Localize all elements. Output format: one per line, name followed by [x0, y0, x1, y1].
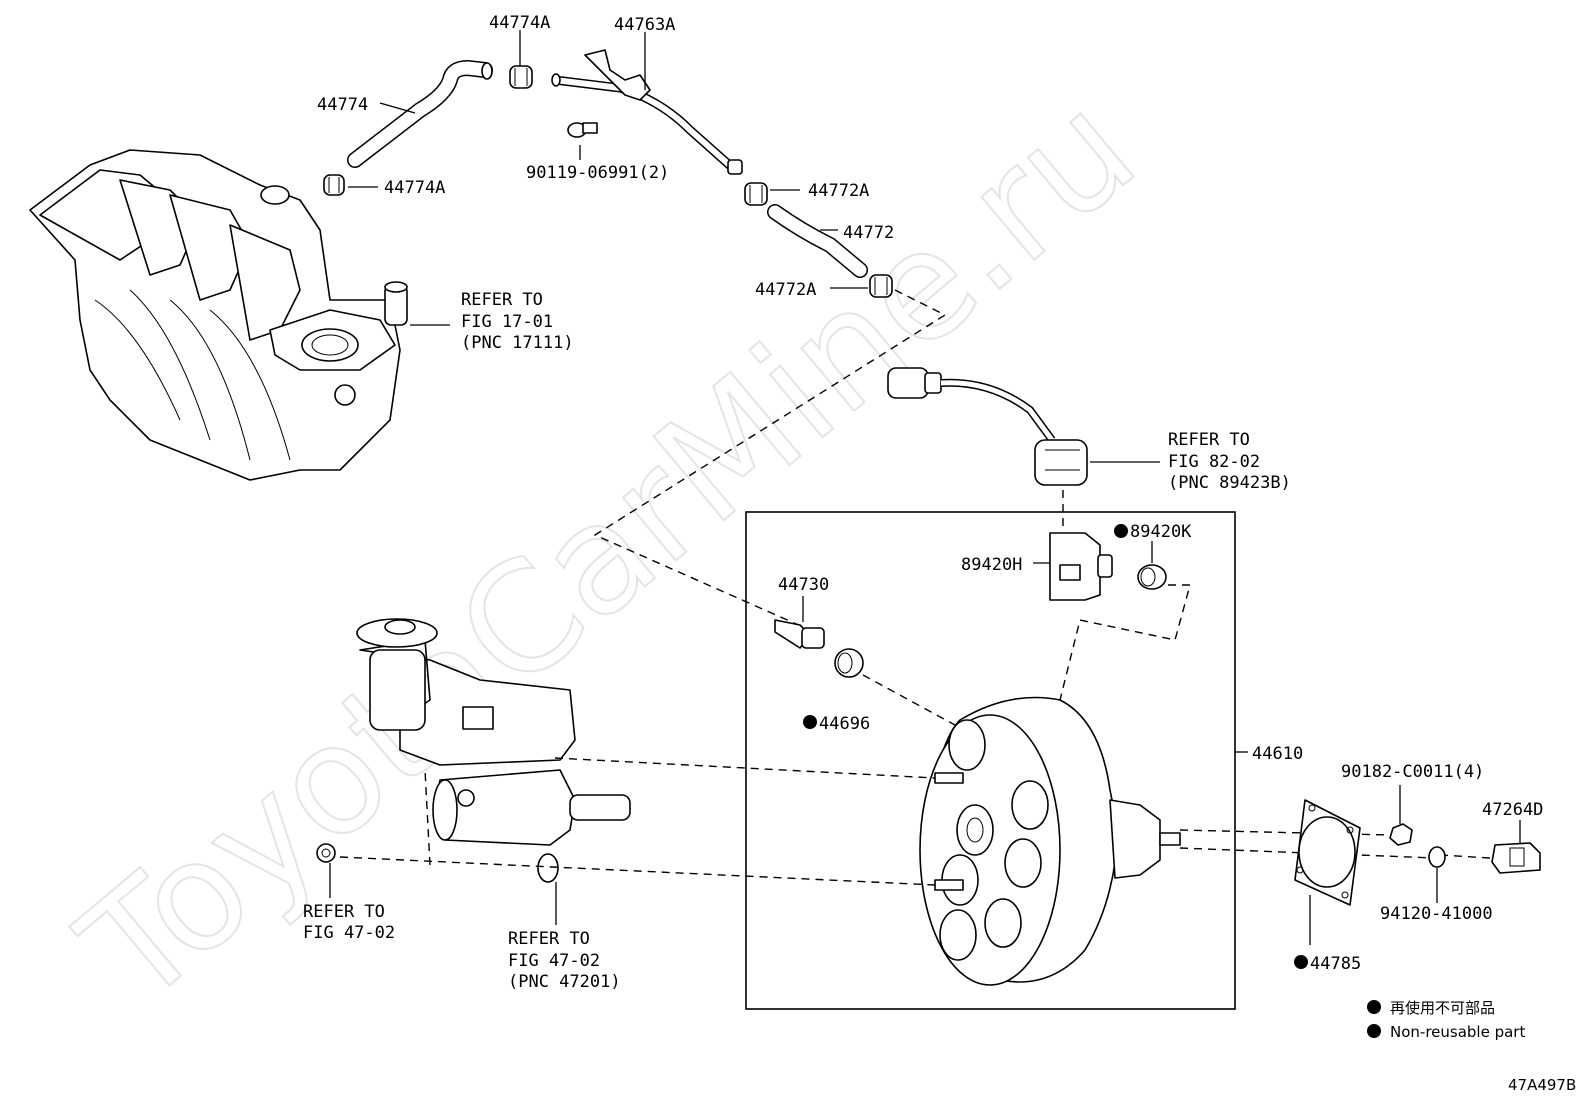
label-44772A-top: 44772A — [808, 181, 869, 201]
non-reusable-mark-89420K — [1114, 524, 1128, 538]
nut-90182 — [1389, 823, 1413, 846]
intake-manifold — [29, 149, 450, 481]
label-44763A: 44763A — [614, 15, 675, 35]
svg-text:FIG 82-02: FIG 82-02 — [1168, 452, 1260, 472]
label-44774A-bottom: 44774A — [384, 178, 445, 198]
label-44772: 44772 — [843, 223, 894, 243]
clamp-44774A-bottom — [323, 174, 345, 196]
figure-code: 47A497B — [1508, 1076, 1576, 1094]
pipe-44763A — [551, 49, 743, 175]
label-94120: 94120-41000 — [1380, 904, 1493, 924]
vacuum-sensor-harness — [887, 367, 1088, 486]
svg-text:REFER TO: REFER TO — [508, 929, 590, 949]
label-44774A-top: 44774A — [489, 13, 550, 33]
brake-booster-44610 — [919, 696, 1181, 986]
label-44785: 44785 — [1310, 954, 1361, 974]
clamp-44774A-top — [509, 65, 533, 89]
sensor-89420H — [1049, 532, 1113, 601]
svg-text:FIG 47-02: FIG 47-02 — [303, 923, 395, 943]
label-44772A-bottom: 44772A — [755, 280, 816, 300]
label-44774: 44774 — [317, 95, 368, 115]
label-89420K: 89420K — [1130, 522, 1192, 542]
hose-44772 — [767, 204, 868, 278]
svg-text:REFER TO: REFER TO — [303, 902, 385, 922]
check-valve-44730 — [774, 619, 825, 649]
non-reusable-mark-44785 — [1294, 955, 1308, 969]
svg-text:(PNC 47201): (PNC 47201) — [508, 972, 621, 992]
clamp-44772A-top — [744, 182, 768, 206]
svg-text:REFER TO: REFER TO — [1168, 430, 1250, 450]
legend-en: Non-reusable part — [1390, 1023, 1525, 1041]
ref-manifold: REFER TO FIG 17-01 (PNC 17111) — [461, 290, 574, 353]
grommet-89420K — [1137, 564, 1167, 590]
label-90119: 90119-06991(2) — [526, 163, 669, 183]
booster-assembly-box — [745, 511, 1236, 1010]
non-reusable-mark-44696 — [803, 715, 817, 729]
label-47264D: 47264D — [1482, 800, 1543, 820]
clevis-47264D — [1491, 842, 1541, 874]
nut-94120 — [1428, 846, 1446, 868]
svg-text:FIG 17-01: FIG 17-01 — [461, 312, 553, 332]
svg-text:FIG 47-02: FIG 47-02 — [508, 951, 600, 971]
gasket-44785 — [1294, 799, 1361, 906]
ref-master: REFER TO FIG 47-02 (PNC 47201) — [508, 929, 621, 992]
ref-left: REFER TO FIG 47-02 — [303, 902, 395, 943]
clamp-44772A-bottom — [869, 274, 893, 298]
nut-left — [316, 843, 336, 863]
svg-text:(PNC 17111): (PNC 17111) — [461, 333, 574, 353]
label-89420H: 89420H — [961, 555, 1022, 575]
label-44696: 44696 — [819, 714, 870, 734]
grommet-44696 — [834, 648, 864, 678]
legend: 再使用不可部品 Non-reusable part — [1367, 999, 1525, 1041]
label-44610: 44610 — [1252, 744, 1303, 764]
master-cylinder — [356, 618, 631, 883]
label-90182: 90182-C0011(4) — [1341, 762, 1484, 782]
svg-text:(PNC 89423B): (PNC 89423B) — [1168, 473, 1291, 493]
svg-text:REFER TO: REFER TO — [461, 290, 543, 310]
label-44730: 44730 — [778, 575, 829, 595]
legend-jp: 再使用不可部品 — [1390, 999, 1495, 1017]
hose-44774 — [347, 59, 493, 168]
ref-sensor: REFER TO FIG 82-02 (PNC 89423B) — [1168, 430, 1291, 493]
bolt-90119 — [567, 122, 598, 138]
